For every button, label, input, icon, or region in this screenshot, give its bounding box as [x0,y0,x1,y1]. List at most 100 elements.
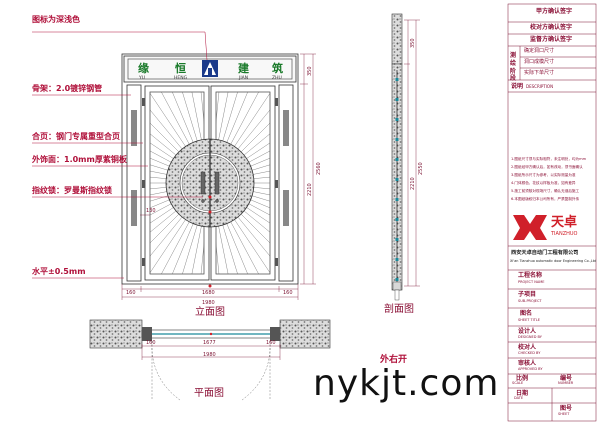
annotation-lock: 指纹锁：罗曼斯指纹锁 [32,186,112,195]
plan-dimensions [141,344,281,360]
tb-note-1: 1.图纸尺寸须与实际相符，未注明处，均为mm [511,157,587,161]
tb-sub-project-en: SUB-PROJECT [518,299,542,303]
dim-plan-side-right: 160 [266,340,276,346]
tb-survey-item-2: 洞口成模尺寸 [524,59,555,65]
sign-char-2: 恒 [175,61,186,75]
tb-note-4: 4.门体颜色、花纹以样板为准，如有差异 [511,181,576,185]
section-glass-dot [395,98,399,101]
tb-drawing-name: 图名 [520,310,533,317]
tb-brand-en: TIANZHUO [551,231,578,237]
door-handles [200,171,220,203]
dim-plan-total: 1980 [203,352,216,358]
tb-note-2: 2.图纸经甲方确认后，如有改动，须书面确认 [511,165,583,169]
section-glass-dot [395,198,399,201]
tb-note-3: 3.图纸所示尺寸为参考，以实际测量为准 [511,173,576,177]
tb-approver: 审核人 [518,360,537,367]
dim-front-side-right: 160 [283,290,293,296]
dim-front-side-left: 160 [126,290,136,296]
section-glass-dot [395,258,399,261]
tb-note-5: 5.施工前须核对现场尺寸，确认无误后施工 [511,189,580,193]
annotation-open-direction: 外右开 [380,355,408,365]
left-sidelite [126,84,142,282]
tb-company-en: Xi'an Tianzhuo automatic door Engineerin… [510,259,597,263]
tb-note-label-en: DESCRIPTION [526,84,554,89]
sign-roman-1: YU [138,75,145,81]
section-view [391,13,403,301]
dim-front-handle: 130 [146,208,156,214]
tb-survey-item-3: 实际下单尺寸 [524,70,555,76]
tb-designer: 设计人 [518,328,537,335]
front-dimensions [121,53,316,300]
annotation-frame: 骨架：2.0镀锌钢管 [32,84,103,93]
dim-section-top: 350 [410,38,416,48]
dim-front-total: 1980 [202,300,215,306]
outer-frame [121,53,299,285]
tb-note-label: 说明 [511,83,524,90]
section-glass-dot [395,218,399,221]
sign-char-1: 缘 [138,61,149,75]
tb-date: 日期 [516,390,529,397]
section-glass-dot [395,138,399,141]
tb-note-6: 6.本图纸版权归本公司所有，严禁复制外传 [511,197,580,201]
watermark: nykjt.com [313,363,500,404]
dim-front-mid: 2210 [307,183,313,196]
section-glass-dot [395,158,399,161]
sign-char-4: 筑 [272,61,283,75]
tb-company-cn: 西安天卓自动门工程有限公司 [511,250,579,256]
dim-front-total-height: 2560 [316,162,322,175]
sign-roman-4: ZHU [272,75,282,81]
tb-scale: 比例 [516,375,529,382]
section-glass-dot [395,238,399,241]
tb-survey-item-1: 确定洞口尺寸 [524,48,555,54]
annotation-panel: 外饰面：1.0mm厚紫铜板 [32,155,127,164]
tb-brand-cn: 天卓 [551,215,578,230]
tb-number: 编号 [560,375,573,382]
tb-sub-project: 子项目 [518,291,537,298]
annotation-logo-color: 图标为深浅色 [32,15,80,24]
section-glass-dot [395,278,399,281]
section-dimensions [404,19,420,287]
right-sidelite [278,84,294,282]
tb-project-name: 工程名称 [518,272,543,279]
sidelite-pattern [131,110,289,226]
tb-checker-sign: 校对方确认签字 [530,24,573,31]
view-title-section: 剖面图 [384,304,414,315]
annotation-hinge: 合页：钢门专属重型合页 [32,132,120,141]
view-title-plan: 平面图 [194,388,224,399]
section-glass-dot [395,178,399,181]
plan-view [89,319,331,401]
tb-checker-en: CHECKED BY [518,351,541,355]
view-title-front: 立面图 [195,307,225,318]
tb-number-en: NUMBER [558,381,574,385]
title-block [507,3,597,422]
dim-section-total: 2550 [418,162,424,175]
tb-client-sign: 甲方确认签字 [536,8,573,15]
sign-roman-3: JIAN [238,75,248,81]
dim-front-center: 1680 [202,290,215,296]
logo-mark-icon [202,60,218,77]
tb-approver-en: APPROVED BY [518,367,543,371]
section-glass-dot [395,78,399,81]
section-glass-dot [395,118,399,121]
tb-checker: 校对人 [518,344,537,351]
tb-supervisor-sign: 监督方确认签字 [530,36,573,43]
sunburst-ornament [165,138,255,228]
section-glass-dots [395,78,399,281]
tb-date-en: DATE [514,396,524,400]
sign-text: 缘 恒 建 筑 YU HENG JIAN ZHU [138,61,283,81]
tb-designer-en: DESIGNED BY [518,335,542,339]
tb-project-name-en: PROJECT NAME [518,280,545,284]
dim-plan-side-left: 160 [146,340,156,346]
tb-scale-en: SCALE [512,381,524,385]
tb-drawing-name-en: SHEET TITLE [518,318,540,322]
dim-section-mid: 2210 [410,177,416,190]
hinges [142,98,278,266]
sign-char-3: 建 [238,61,250,75]
brand-logo-icon [513,215,547,240]
tb-survey-label: 测绘阶段 [510,52,517,83]
dim-front-top: 350 [307,66,313,76]
dim-plan-inner: 1677 [203,340,216,346]
tb-sheet-en: SHEET [558,412,570,416]
sign-roman-2: HENG [174,75,188,81]
